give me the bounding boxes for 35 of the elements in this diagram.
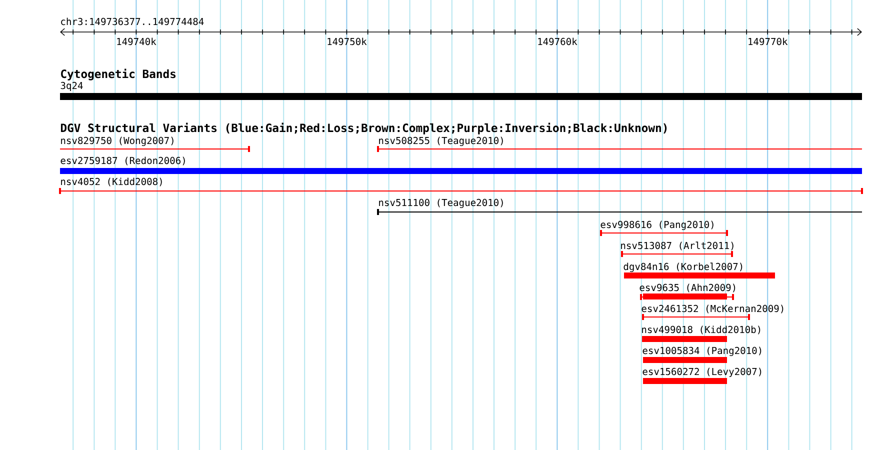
variant-track: nsv511100 (Teague2010) — [377, 198, 862, 215]
tick-label: 149740k — [117, 38, 156, 46]
variant-track: esv998616 (Pang2010) — [600, 220, 728, 236]
band-track: 3q24 — [60, 82, 862, 100]
variant-track: nsv508255 (Teague2010) — [377, 136, 862, 152]
node-label: 3q24 — [60, 82, 83, 91]
variant-track: nsv499018 (Kidd2010b) — [642, 326, 760, 342]
node-label: nsv508255 (Teague2010) — [379, 136, 503, 146]
tick-label: 149750k — [328, 38, 367, 46]
tick-label: 149770k — [748, 38, 788, 46]
node-label: esv1005834 (Pang2010) — [642, 346, 762, 356]
variant-track: esv2461352 (McKernan2009) — [642, 304, 784, 320]
tick-label: 149760k — [538, 38, 578, 46]
node-label: esv998616 (Pang2010) — [600, 220, 714, 230]
position-title: chr3:149736377..149774484 — [61, 18, 204, 26]
variant-track: nsv4052 (Kidd2008) — [59, 178, 863, 194]
node-label: esv1560272 (Levy2007) — [642, 368, 762, 377]
node-label: nsv511100 (Teague2010) — [379, 198, 503, 208]
node-label: nsv829750 (Wong2007) — [61, 136, 174, 146]
track-header: Cytogenetic Bands — [61, 68, 176, 80]
node-label: esv9635 (Ahn2009) — [640, 284, 736, 292]
variant-track: nsv513087 (Arlt2011) — [621, 242, 734, 257]
variant-track: dgv84n16 (Korbel2007) — [624, 262, 775, 278]
node-label: nsv4052 (Kidd2008) — [61, 178, 162, 186]
track-header: DGV Structural Variants (Blue:Gain;Red:Loss;Brown:Complex;Purple:Inversion;Black:Unknown) — [60, 122, 667, 134]
variant-track: esv2759187 (Redon2006) — [60, 156, 862, 174]
node-label: esv2461352 (McKernan2009) — [642, 304, 784, 314]
node-label: dgv84n16 (Korbel2007) — [624, 262, 742, 272]
node-label: esv2759187 (Redon2006) — [60, 156, 185, 166]
variant-track: esv1560272 (Levy2007) — [642, 368, 762, 384]
node-label: nsv513087 (Arlt2011) — [621, 242, 734, 250]
variant-track: esv1005834 (Pang2010) — [642, 346, 762, 363]
variant-track: nsv829750 (Wong2007) — [60, 136, 250, 152]
variant-track: esv9635 (Ahn2009) — [640, 284, 736, 300]
node-label: nsv499018 (Kidd2010b) — [642, 326, 760, 334]
